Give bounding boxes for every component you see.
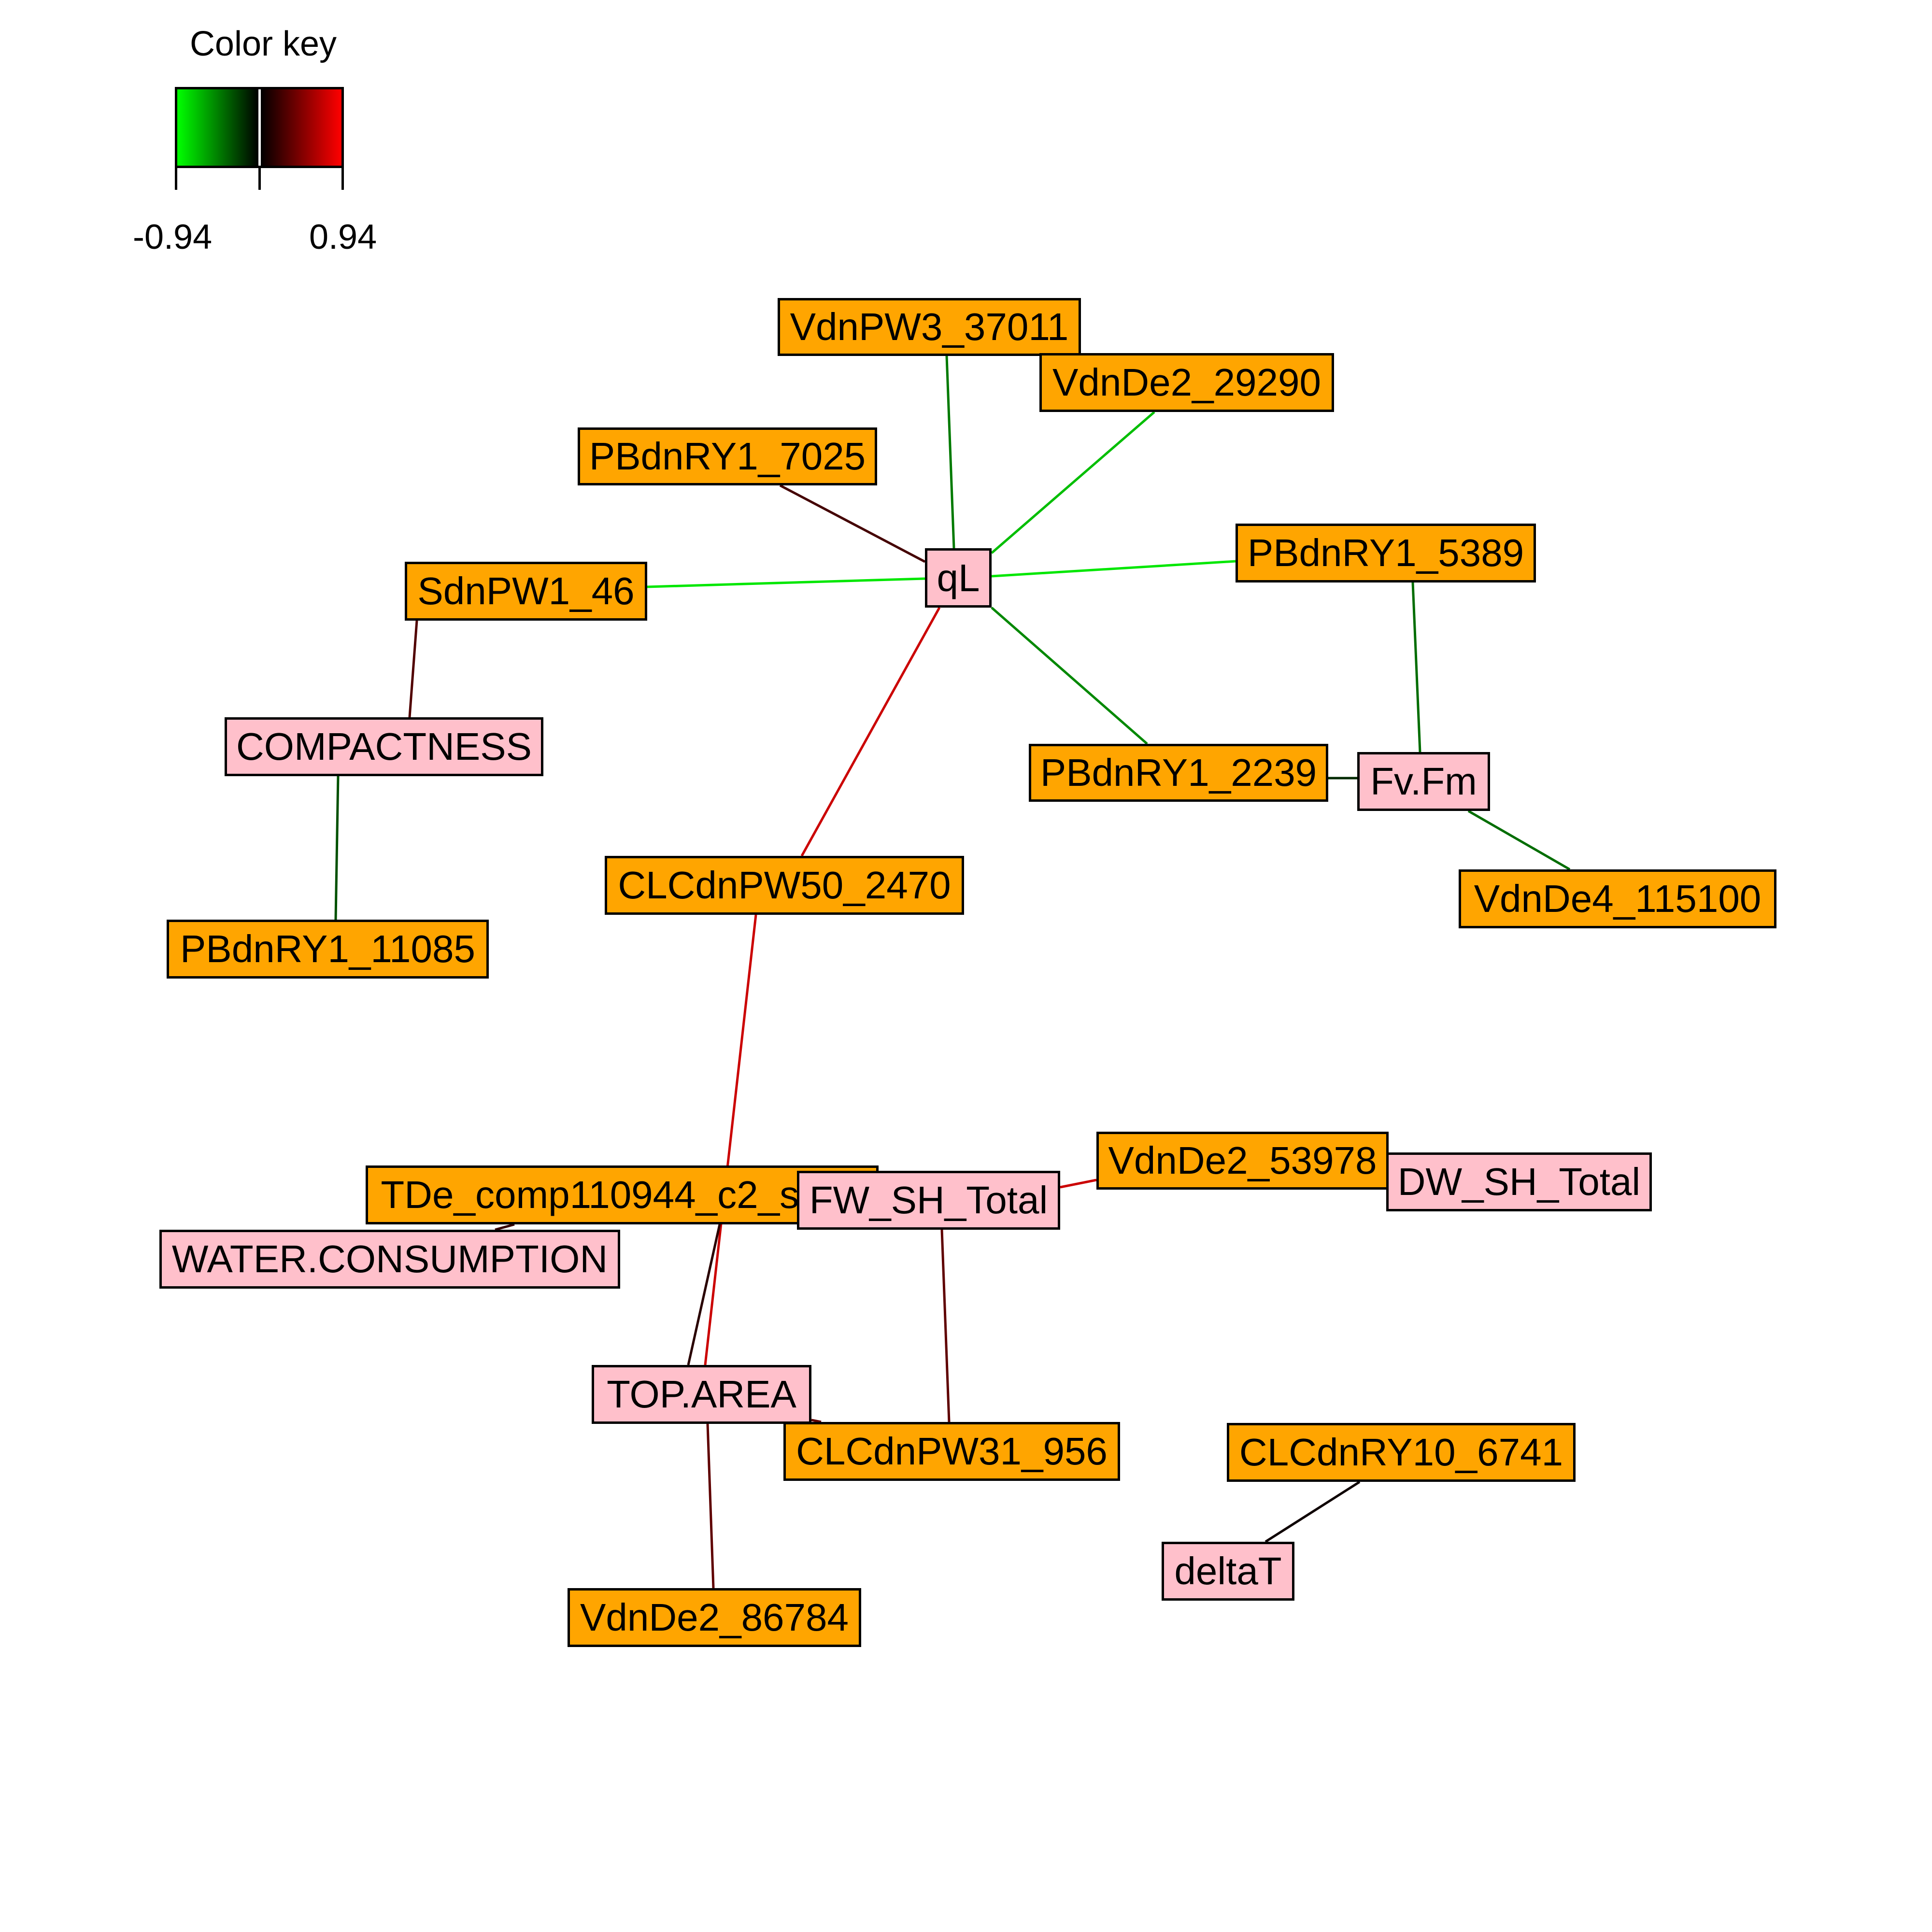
color-key-max-label: 0.94 [309,218,377,256]
edge-sdnpw1-46-to-compactness [408,620,418,718]
edge-pbdnry1-11085-to-compactness [334,776,340,920]
edge-tde-comp110944-c2-seq4-to-water-consumption [495,1223,515,1231]
edge-clcdnry10-6741-to-deltat [1264,1480,1361,1543]
edge-vdnpw3-37011-to-ql [945,355,955,549]
node-fv-fm: Fv.Fm [1357,752,1490,811]
node-pbdnry1-7025: PBdnRY1_7025 [578,427,877,485]
color-key-tick-max [341,168,344,190]
edge-tde-comp110944-c2-seq4-to-top-area [687,1224,721,1365]
node-clcdnpw50-2470: CLCdnPW50_2470 [605,856,964,915]
node-vdnpw3-37011: VdnPW3_37011 [778,298,1081,356]
edge-pbdnry1-5389-to-fv-fm [1411,582,1421,753]
node-vdnde4-115100: VdnDe4_115100 [1459,869,1776,928]
node-pbdnry1-2239: PBdnRY1_2239 [1029,744,1328,802]
node-pbdnry1-11085: PBdnRY1_11085 [167,920,489,979]
color-key-title: Color key [189,25,337,63]
edge-sdnpw1-46-to-ql [647,577,925,588]
edge-clcdnpw31-956-to-top-area [811,1419,822,1423]
color-key-tick-min [175,168,177,190]
node-fw-sh-total: FW_SH_Total [797,1171,1060,1230]
node-vdnde2-53978: VdnDe2_53978 [1096,1132,1389,1190]
node-vdnde2-29290: VdnDe2_29290 [1039,353,1334,412]
edge-vdnde2-29290-to-ql [991,411,1155,554]
edge-clcdnpw50-2470-to-top-area [704,914,757,1365]
color-key-min-label: -0.94 [133,218,213,256]
edge-clcdnpw50-2470-to-ql [800,607,941,857]
color-key-gradient-bar [175,87,344,168]
edge-pbdnry1-2239-to-ql [991,607,1148,745]
node-clcdnpw31-956: CLCdnPW31_956 [783,1422,1120,1481]
edge-pbdnry1-5389-to-ql [991,560,1236,578]
node-tde-comp110944-c2-seq4: TDe_comp110944_c2_seq4 [366,1165,879,1224]
node-top-area: TOP.AREA [592,1365,811,1424]
node-deltat: deltaT [1162,1542,1294,1601]
node-sdnpw1-46: SdnPW1_46 [405,562,647,621]
node-pbdnry1-5389: PBdnRY1_5389 [1236,524,1536,582]
edge-vdnde4-115100-to-fv-fm [1467,810,1571,871]
edge-pbdnry1-7025-to-ql [779,484,926,563]
node-compactness: COMPACTNESS [225,717,543,776]
color-key-tick-mid [258,168,261,190]
edge-vdnde2-86784-to-top-area [706,1423,715,1589]
node-water-consumption: WATER.CONSUMPTION [159,1230,620,1289]
node-clcdnry10-6741: CLCdnRY10_6741 [1227,1423,1576,1482]
color-key-positive-segment [260,89,341,166]
edge-vdnde2-53978-to-fw-sh-total [1060,1179,1097,1189]
edge-clcdnpw31-956-to-fw-sh-total [940,1229,951,1422]
node-dw-sh-total: DW_SH_Total [1386,1152,1652,1211]
color-key-negative-segment [177,89,261,166]
node-ql: qL [925,548,992,608]
node-vdnde2-86784: VdnDe2_86784 [568,1588,861,1647]
